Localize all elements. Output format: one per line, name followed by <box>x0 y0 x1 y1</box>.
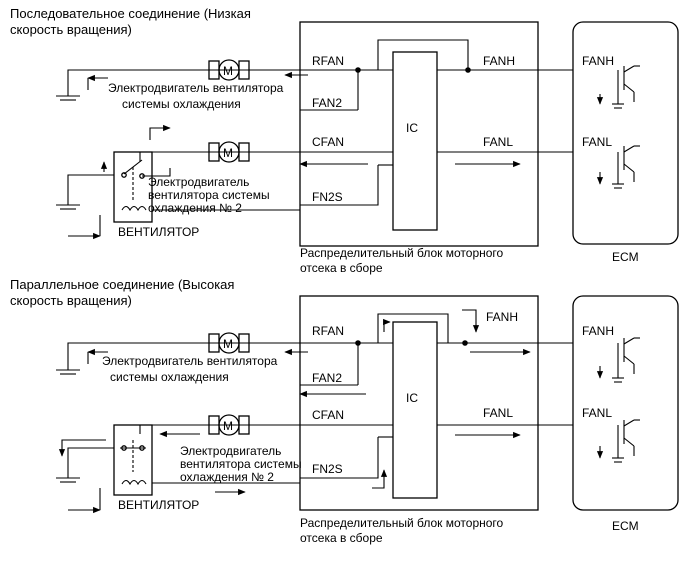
pin-fanl: FANL <box>483 135 513 149</box>
pin-fn2s: FN2S <box>312 462 343 476</box>
motor1-label-line2: системы охлаждения <box>122 97 241 111</box>
ic-box <box>392 51 438 231</box>
ecm-pin-fanh: FANH <box>582 324 614 338</box>
motor2-label-line2: вентилятора системы <box>148 188 270 202</box>
motor2-label-line1: Электродвигатель <box>180 444 281 458</box>
motor1-label-line1: Электродвигатель вентилятора <box>102 354 278 368</box>
fan-motor-1: M <box>208 332 250 354</box>
parallel-connection-section: Параллельное соединение (Высокая скорост… <box>10 277 679 545</box>
junction-block-label-line1: Распределительный блок моторного <box>300 516 504 530</box>
series-connection-section: Последовательное соединение (Низкая скор… <box>10 6 679 275</box>
ic-box <box>392 321 438 499</box>
junction-block-box <box>299 295 539 511</box>
section-title-line2: скорость вращения) <box>10 293 132 308</box>
junction-dot <box>465 67 471 73</box>
ecm-transistor-fanl <box>612 419 640 463</box>
motor-symbol: M <box>223 419 233 433</box>
pin-fan2: FAN2 <box>312 96 342 110</box>
motor-symbol: M <box>223 146 233 160</box>
ic-label: IC <box>406 121 418 135</box>
ecm-transistor-fanh <box>612 337 640 383</box>
pin-fn2s: FN2S <box>312 190 343 204</box>
pin-rfan: RFAN <box>312 324 344 338</box>
junction-block-label-line2: отсека в сборе <box>300 531 383 545</box>
fan-motor-2: M <box>208 414 250 436</box>
junction-block-label-line1: Распределительный блок моторного <box>300 246 504 260</box>
motor2-label-line1: Электродвигатель <box>148 175 249 189</box>
section-title-line1: Параллельное соединение (Высокая <box>10 277 234 292</box>
ecm-pin-fanl: FANL <box>582 406 612 420</box>
ecm-label: ECM <box>612 519 639 533</box>
fan-relay: ВЕНТИЛЯТОР <box>113 424 199 512</box>
ecm-box <box>572 295 679 511</box>
fan-motor-1: M <box>208 59 250 81</box>
pin-fanh: FANH <box>483 54 515 68</box>
motor2-label-line2: вентилятора системы <box>180 457 302 471</box>
ecm-pin-fanh: FANH <box>582 54 614 68</box>
ecm-transistor-fanh <box>612 65 640 109</box>
ecm-box <box>572 21 679 245</box>
section-title-line1: Последовательное соединение (Низкая <box>10 6 251 21</box>
junction-dot <box>462 340 468 346</box>
motor2-label-line3: охлаждения № 2 <box>180 470 274 484</box>
ic-label: IC <box>406 391 418 405</box>
ecm-transistor-fanl <box>612 145 640 189</box>
fan-relay: ВЕНТИЛЯТОР <box>113 151 199 239</box>
motor2-label-line3: охлаждения № 2 <box>148 201 242 215</box>
pin-fanl: FANL <box>483 406 513 420</box>
pin-cfan: CFAN <box>312 408 344 422</box>
motor1-label-line2: системы охлаждения <box>110 370 229 384</box>
motor-symbol: M <box>223 337 233 351</box>
ecm-pin-fanl: FANL <box>582 135 612 149</box>
junction-block-box <box>299 21 539 247</box>
motor1-label-line1: Электродвигатель вентилятора <box>108 81 284 95</box>
relay-label: ВЕНТИЛЯТОР <box>118 498 199 512</box>
section-title-line2: скорость вращения) <box>10 22 132 37</box>
ecm-label: ECM <box>612 250 639 264</box>
pin-fanh: FANH <box>486 310 518 324</box>
pin-rfan: RFAN <box>312 54 344 68</box>
pin-cfan: CFAN <box>312 135 344 149</box>
junction-block-label-line2: отсека в сборе <box>300 261 383 275</box>
pin-fan2: FAN2 <box>312 371 342 385</box>
fan-motor-2: M <box>208 141 250 163</box>
motor-symbol: M <box>223 64 233 78</box>
relay-label: ВЕНТИЛЯТОР <box>118 225 199 239</box>
